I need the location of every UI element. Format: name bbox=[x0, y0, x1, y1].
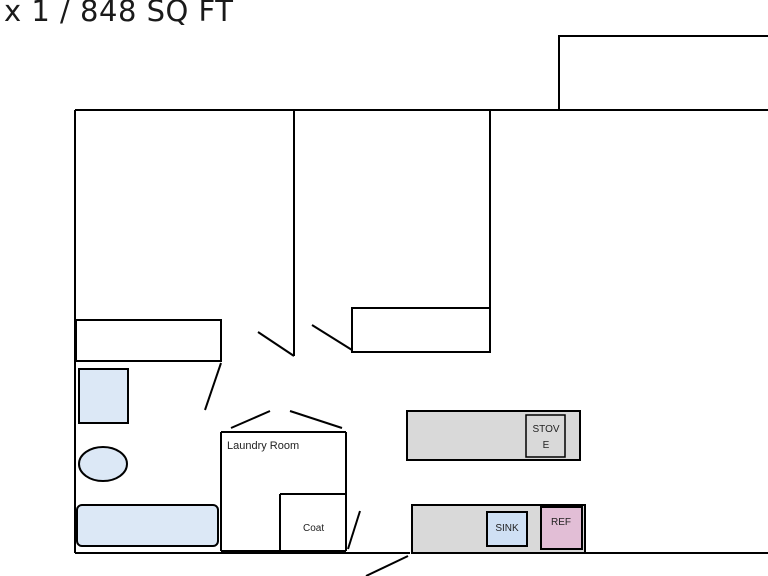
closet-left bbox=[75, 319, 222, 362]
toilet-fixture bbox=[78, 446, 128, 482]
closet-middle bbox=[351, 307, 491, 353]
door-bath bbox=[204, 362, 222, 411]
door-swings bbox=[204, 324, 409, 576]
stove-box bbox=[525, 414, 566, 458]
stove-label-line1: STOV bbox=[532, 424, 559, 435]
bathtub-fixture bbox=[76, 504, 219, 547]
coat-closet bbox=[279, 493, 346, 551]
kitchen-sink-box bbox=[486, 511, 528, 547]
ref-label: REF bbox=[551, 517, 571, 528]
stove-label-line2: E bbox=[543, 440, 550, 451]
door-entry bbox=[365, 555, 409, 576]
sink-label: SINK bbox=[495, 523, 519, 534]
page-title: x 1 / 848 SQ FT bbox=[4, 0, 234, 28]
door-coat bbox=[347, 510, 361, 550]
laundry-room-label: Laundry Room bbox=[227, 440, 299, 452]
door-bedroom-right bbox=[311, 324, 353, 351]
coat-label: Coat bbox=[303, 523, 324, 534]
refrigerator-box bbox=[540, 506, 583, 550]
door-laundry-left bbox=[230, 410, 271, 429]
bath-sink-fixture bbox=[78, 368, 129, 424]
door-bedroom-left bbox=[257, 331, 295, 357]
door-laundry-right bbox=[289, 410, 343, 429]
balcony-box bbox=[558, 35, 768, 111]
